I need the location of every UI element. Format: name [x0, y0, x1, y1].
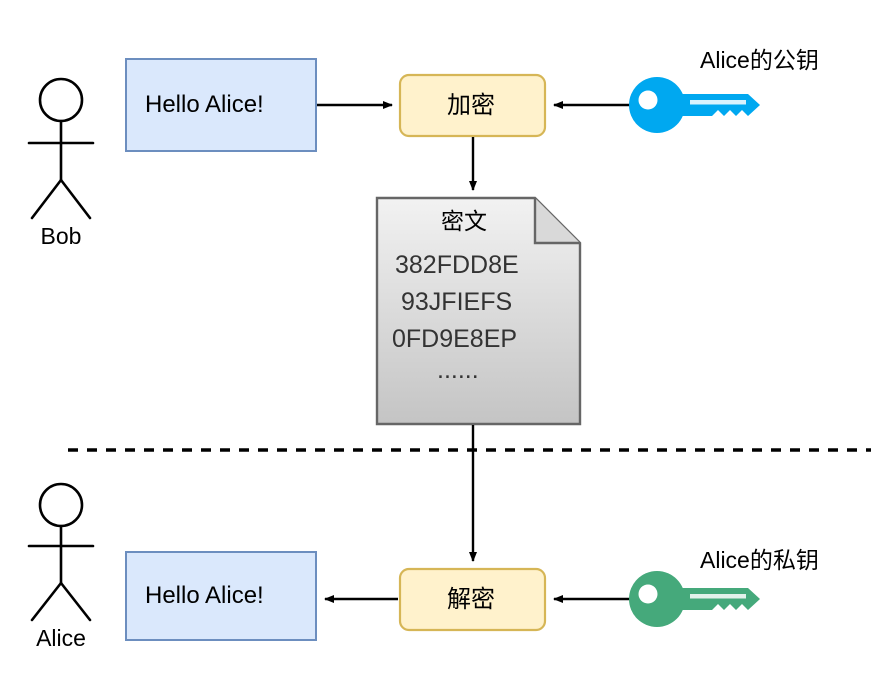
process-box-decrypt: [398, 567, 547, 632]
process-label-encrypt: 加密: [447, 92, 495, 119]
actor-label-bob: Bob: [40, 223, 82, 249]
stick-figure-bob: [27, 77, 95, 220]
document-fold-icon: [533, 198, 580, 245]
process-box-encrypt: [398, 73, 547, 138]
document-line-3: 0FD9E8EP: [392, 325, 518, 353]
document-title-ciphertext: 密文: [441, 208, 487, 234]
actor-label-alice: Alice: [36, 625, 86, 651]
stick-figure-head: [38, 482, 84, 528]
process-label-decrypt: 解密: [447, 586, 495, 613]
document-line-4: ......: [437, 356, 479, 384]
stick-figure-head: [38, 77, 84, 123]
document-line-1: 382FDD8E: [395, 251, 519, 279]
message-text-plaintext-bottom: Hello Alice!: [145, 582, 264, 609]
message-box-plaintext-bottom: [125, 551, 317, 641]
message-text-plaintext-top: Hello Alice!: [145, 91, 264, 118]
document-body: [375, 196, 582, 426]
stick-figure-leg-right: [59, 581, 92, 622]
message-box-plaintext-top: [125, 58, 317, 152]
key-icon-public: [629, 77, 760, 133]
document-line-2: 93JFIEFS: [401, 288, 513, 316]
key-label-private: Alice的私钥: [700, 547, 819, 573]
key-label-public: Alice的公钥: [700, 47, 819, 73]
stick-figure-alice: [27, 482, 95, 622]
key-icon-private: [629, 571, 760, 627]
stick-figure-leg-left: [30, 178, 63, 220]
stick-figure-leg-right: [59, 178, 92, 220]
document-ciphertext: [375, 196, 582, 426]
stick-figure-leg-left: [30, 581, 63, 622]
